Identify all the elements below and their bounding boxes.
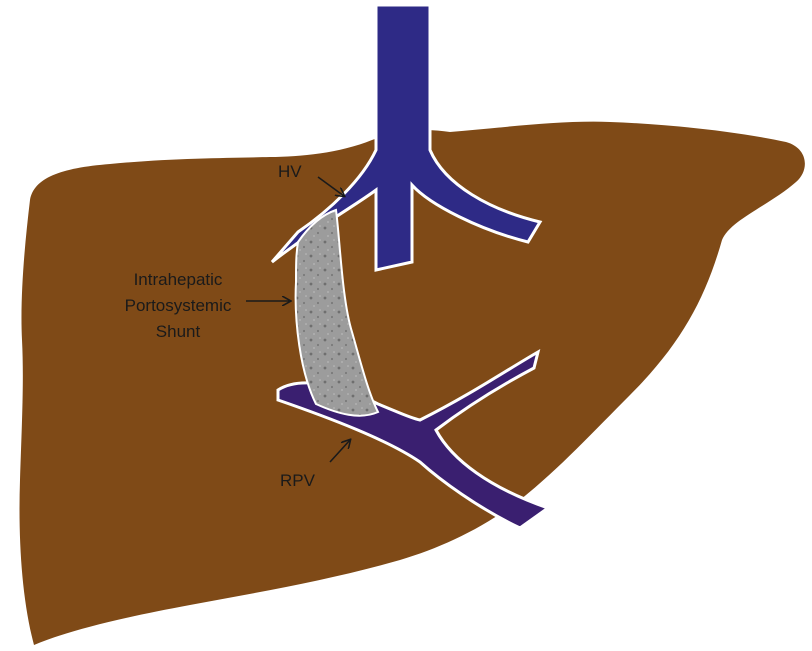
shunt-label-line3: Shunt — [156, 322, 201, 341]
shunt-label-line2: Portosystemic — [125, 296, 232, 315]
rpv-label: RPV — [280, 471, 316, 490]
hv-label: HV — [278, 162, 302, 181]
shunt-label-line1: Intrahepatic — [134, 270, 223, 289]
